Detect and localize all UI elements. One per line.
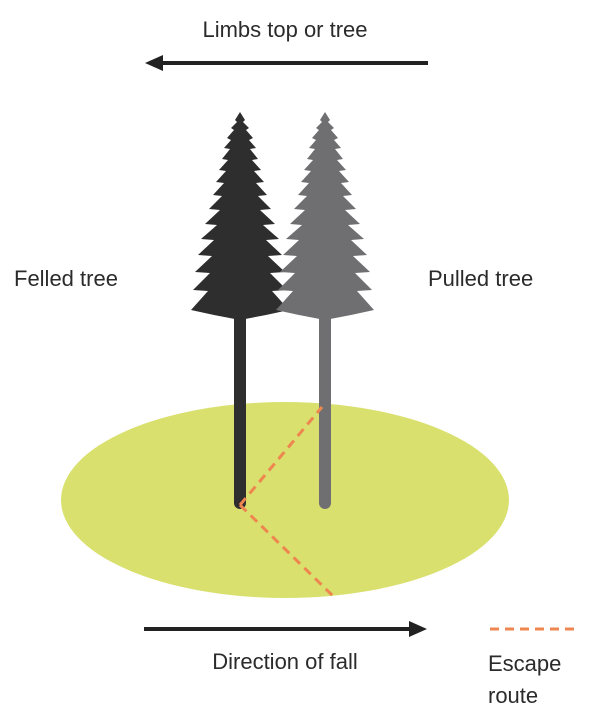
top-arrow-label: Limbs top or tree [202, 17, 367, 42]
top-arrow-head [145, 55, 163, 71]
escape-routes [238, 406, 335, 598]
pulled-tree [276, 112, 374, 509]
bottom-arrow-label: Direction of fall [212, 649, 358, 674]
felled-tree-label: Felled tree [14, 266, 118, 291]
pulled-tree-label: Pulled tree [428, 266, 533, 291]
legend-escape-label-line2: route [488, 683, 538, 708]
legend-escape-label-line1: Escape [488, 651, 561, 676]
bottom-arrow-head [409, 621, 427, 637]
felled-tree [191, 112, 289, 509]
ground-area [61, 402, 509, 598]
